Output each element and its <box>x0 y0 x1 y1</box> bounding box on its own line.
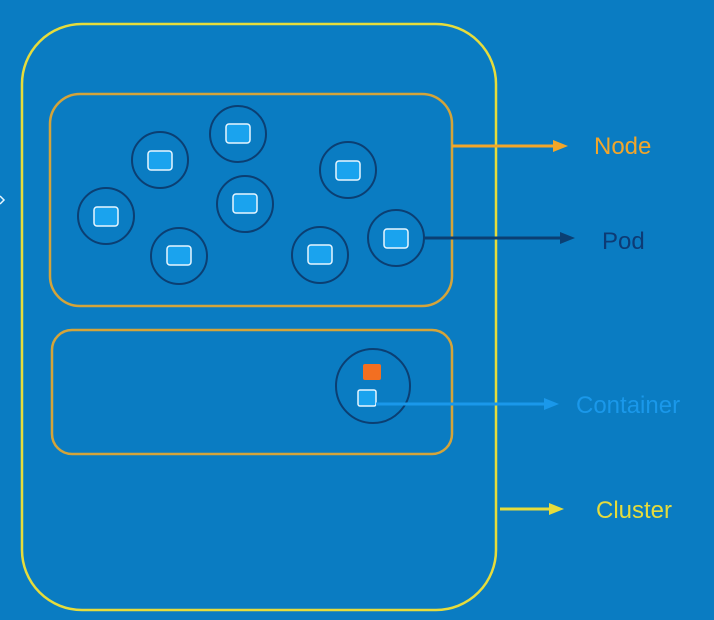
container-1 <box>225 123 251 144</box>
container-orange <box>363 364 381 380</box>
container-2 <box>147 150 173 171</box>
pod-arrow <box>424 232 575 244</box>
cluster-arrow <box>500 503 564 515</box>
cluster-label: Cluster <box>596 497 672 524</box>
pod-4 <box>77 187 135 245</box>
pod-1 <box>209 105 267 163</box>
pod-8 <box>367 209 425 267</box>
container-label: Container <box>576 392 680 419</box>
pod-3 <box>319 141 377 199</box>
container-8 <box>383 228 409 249</box>
pod-label: Pod <box>602 228 645 255</box>
container-blue <box>357 389 377 407</box>
node-arrow <box>452 140 568 152</box>
pod-5 <box>216 175 274 233</box>
container-6 <box>166 245 192 266</box>
pod-7 <box>291 226 349 284</box>
pod-2 <box>131 131 189 189</box>
pod-9 <box>335 348 411 424</box>
container-7 <box>307 244 333 265</box>
left-edge-arrow-icon <box>0 195 6 205</box>
container-arrow <box>376 398 559 410</box>
node-label: Node <box>594 133 651 160</box>
container-4 <box>93 206 119 227</box>
cluster-box <box>20 22 498 612</box>
node-box-2 <box>50 328 454 456</box>
container-5 <box>232 193 258 214</box>
node-box-1 <box>48 92 454 308</box>
pod-6 <box>150 227 208 285</box>
container-3 <box>335 160 361 181</box>
